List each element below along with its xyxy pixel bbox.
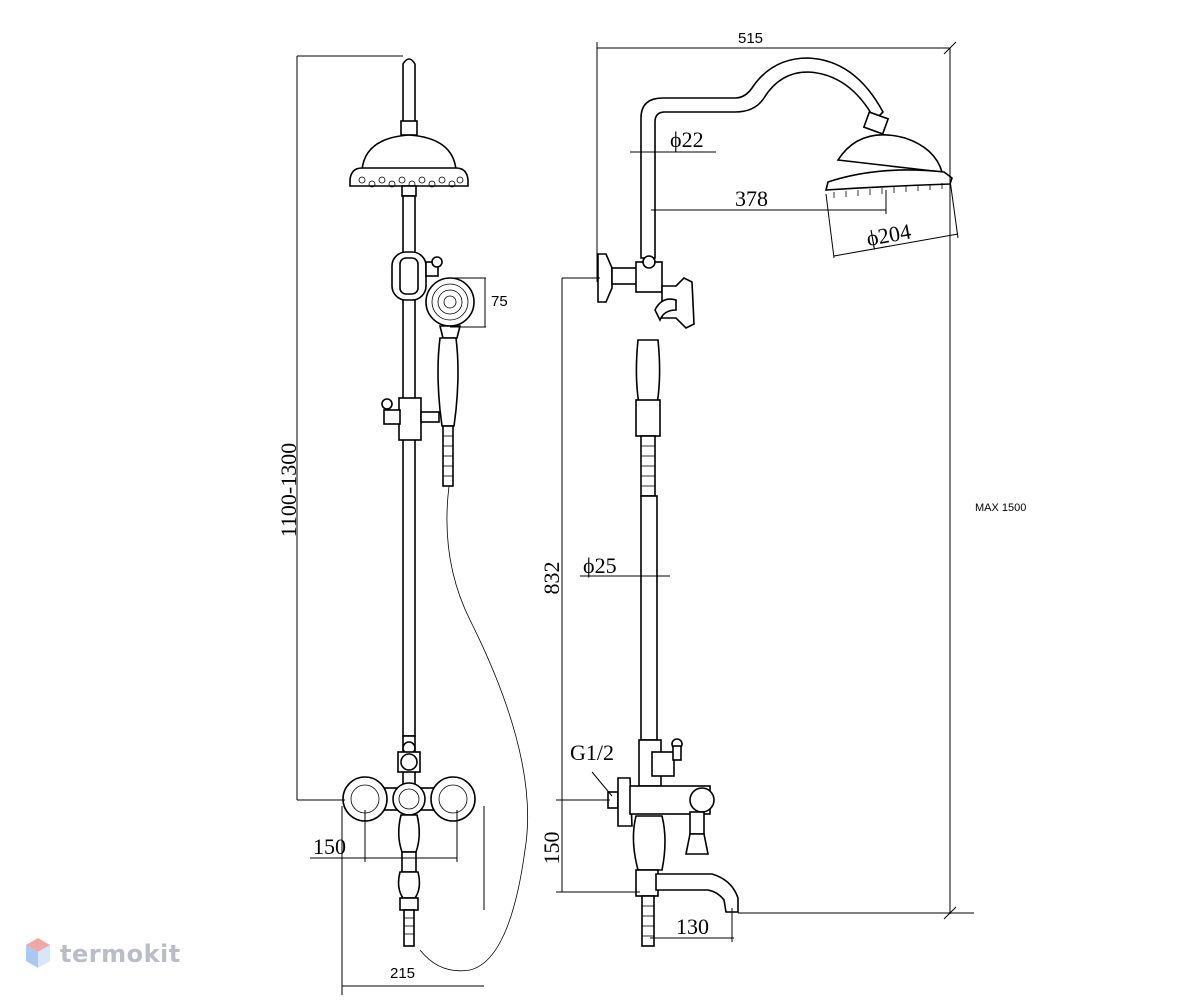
front-handshower-holder <box>391 251 443 301</box>
dim-mixer-spacing: 150 <box>310 810 458 862</box>
dim-arm-reach: 515 <box>596 30 957 282</box>
brand-logo: termokit <box>24 936 181 972</box>
dim-head-diameter-label: ϕ204 <box>865 219 913 251</box>
dim-mixer-spacing-label: 150 <box>313 834 346 859</box>
dim-base-width-label: 215 <box>390 965 415 982</box>
dim-max-height-label: MAX 1500 <box>975 502 1026 514</box>
side-arm <box>640 57 884 259</box>
dim-inlet-thread: G1/2 <box>570 740 614 797</box>
front-top-riser <box>402 58 416 126</box>
front-slider <box>381 397 440 441</box>
dim-pipe-top: ϕ22 <box>630 127 716 153</box>
front-handshower-handle <box>437 337 459 427</box>
dim-mixer-to-spout: 150 <box>539 799 640 893</box>
dim-rail-height-label: 832 <box>539 562 564 595</box>
dim-base-width: 215 <box>341 806 485 995</box>
front-hose <box>419 485 529 972</box>
front-mixer <box>342 735 476 947</box>
dim-overall-height: 1100-1300 <box>276 55 403 801</box>
dim-arm-reach-label: 515 <box>738 30 763 47</box>
side-mixer <box>607 738 739 947</box>
dim-pipe-top-label: ϕ22 <box>670 127 704 152</box>
dim-max-height: MAX 1500 <box>738 48 1026 920</box>
side-wall-bracket <box>597 253 663 303</box>
front-shower-head <box>349 134 469 197</box>
dim-rail-height: 832 <box>539 277 600 800</box>
side-view: 515 ϕ22 378 ϕ204 832 ϕ25 <box>539 30 1026 947</box>
dim-arm-length-label: 378 <box>735 186 768 211</box>
side-handshower <box>635 277 695 497</box>
dim-pipe-main-label: ϕ25 <box>583 553 617 578</box>
front-view: 1100-1300 75 150 215 <box>276 55 529 995</box>
dim-inlet-thread-label: G1/2 <box>570 740 614 765</box>
dim-mixer-to-spout-label: 150 <box>539 832 564 865</box>
dim-handshower-label: 75 <box>491 293 508 310</box>
dim-spout-reach-label: 130 <box>676 914 709 939</box>
front-handshower-head <box>425 277 475 339</box>
side-main-rail <box>640 495 658 741</box>
brand-name: termokit <box>60 940 181 968</box>
dim-arm-length: 378 <box>651 186 887 214</box>
cube-icon <box>26 938 50 968</box>
side-shower-head <box>824 111 953 198</box>
dim-spout-reach: 130 <box>650 908 734 942</box>
dim-overall-height-label: 1100-1300 <box>276 443 301 538</box>
dim-handshower: 75 <box>450 277 508 328</box>
dim-pipe-main: ϕ25 <box>580 553 670 578</box>
front-riser-nut <box>400 120 418 136</box>
